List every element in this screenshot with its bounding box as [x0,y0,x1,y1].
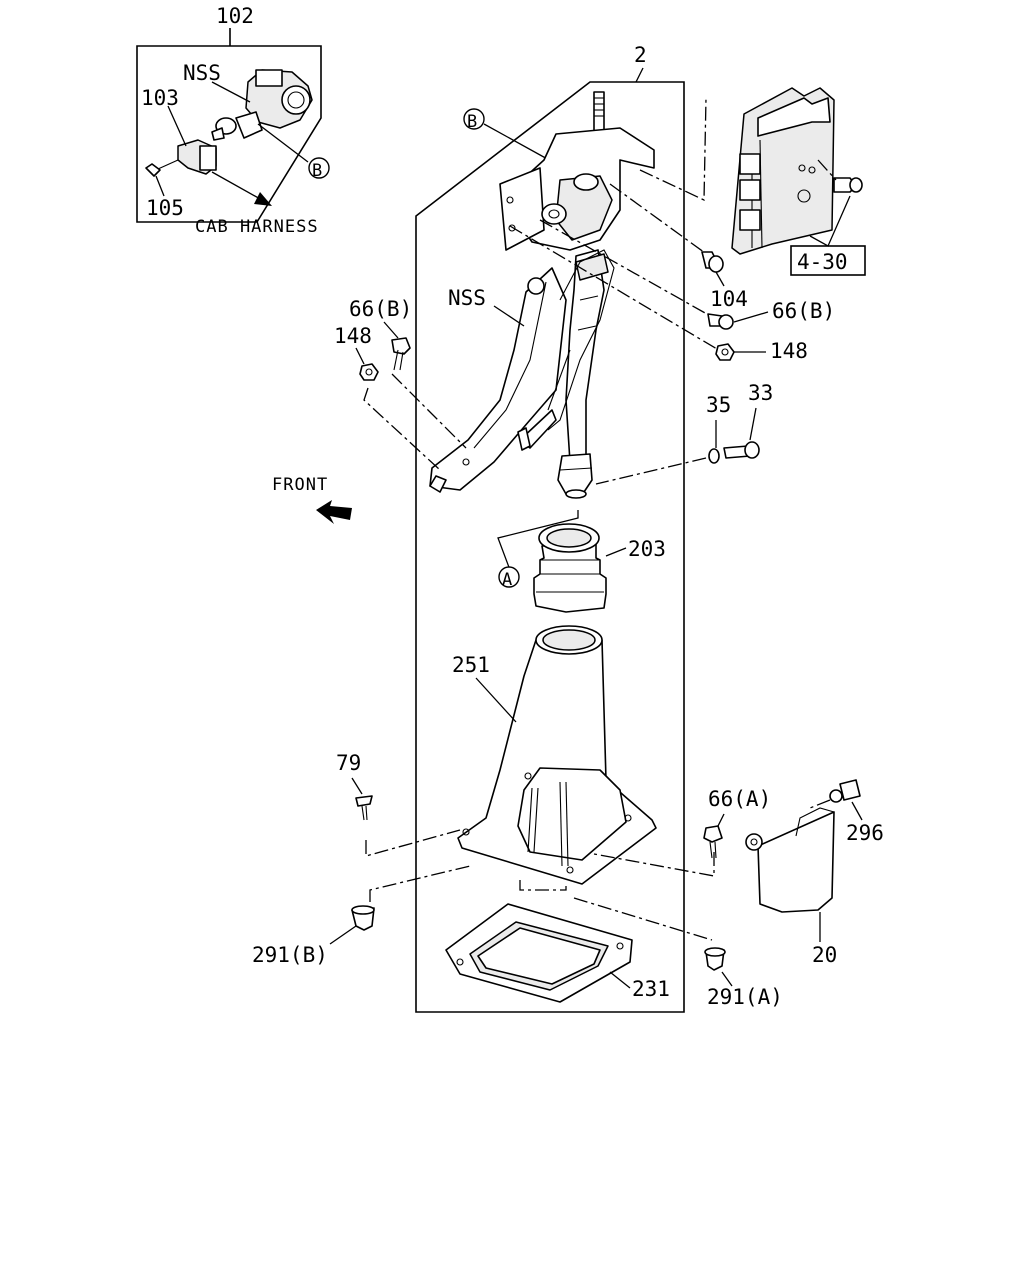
label-20: 20 [812,943,837,967]
boot-251 [457,625,657,885]
label-102: 102 [216,4,254,28]
label-103: 103 [141,86,179,110]
label-104: 104 [710,287,748,311]
cover-panel-4-30 [731,87,863,255]
shift-lever-mechanism [429,91,655,499]
reference-box-4-30: 4-30 [790,195,866,276]
nut-148-left [359,363,379,381]
label-296: 296 [846,821,884,845]
label-203: 203 [628,537,666,561]
label-105: 105 [146,196,184,220]
label-front: FRONT [272,475,328,495]
circle-b-letter: B [467,112,477,132]
label-66b-left: 66(B) [349,297,412,321]
bolt-66b-left [391,337,411,371]
label-148-right: 148 [770,339,808,363]
circle-b-icon: B [463,108,485,132]
label-66a: 66(A) [708,787,771,811]
label-33: 33 [748,381,773,405]
nut-148-right [715,343,735,361]
label-4-30: 4-30 [797,250,848,274]
washer-35 [708,448,720,464]
label-2: 2 [634,43,647,67]
bolt-33 [723,441,760,459]
label-251: 251 [452,653,490,677]
boot-203 [533,523,607,613]
cab-harness-arrow [211,171,272,206]
screw-66a [703,825,723,859]
clip-291a [704,947,726,971]
clip-291b [351,905,375,931]
inset-102: 102 NSS 103 105 CAB HARNESS B [136,4,330,237]
label-cab-harness: CAB HARNESS [195,217,319,237]
circle-a-letter: A [502,570,512,590]
connector-103 [177,139,217,175]
circle-b-inset-letter: B [312,161,322,181]
bolt-104 [701,251,724,273]
label-nss-main: NSS [448,286,486,310]
screw-79 [355,795,373,821]
switch-296 [809,779,861,809]
screw-105 [145,159,179,177]
label-291a: 291(A) [707,985,783,1009]
label-66b-right: 66(B) [772,299,835,323]
bolt-66b-right [707,313,734,330]
label-291b: 291(B) [252,943,328,967]
circle-b-icon-inset: B [308,157,330,181]
label-nss-inset: NSS [183,61,221,85]
circle-a-icon: A [498,566,520,590]
label-35: 35 [706,393,731,417]
label-79: 79 [336,751,361,775]
assembly-frame-2: 2 [415,43,685,1013]
front-arrow-icon [316,500,352,524]
label-148-left: 148 [334,324,372,348]
cover-20 [745,807,835,913]
label-231: 231 [632,977,670,1001]
plate-231 [445,903,633,1003]
nss-switch [211,69,313,141]
